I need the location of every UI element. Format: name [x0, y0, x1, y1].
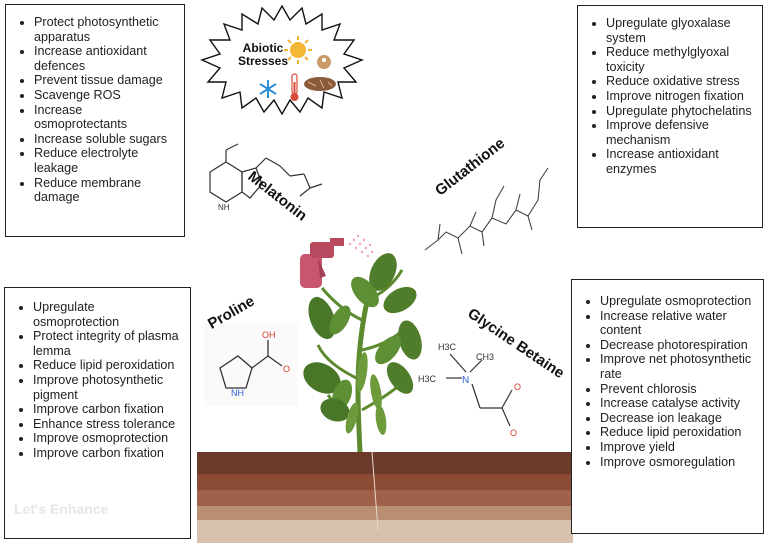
- melatonin-effects-box: Protect photosynthetic apparatus Increas…: [5, 4, 185, 237]
- thermometer-icon: [290, 73, 299, 101]
- melatonin-nh-label: NH: [218, 203, 230, 212]
- proline-structure: OH O NH: [204, 324, 298, 406]
- list-item: Upregulate glyoxalase system: [606, 16, 754, 45]
- list-item: Reduce oxidative stress: [606, 74, 754, 89]
- list-item: Reduce methylglyoxal toxicity: [606, 45, 754, 74]
- salt-icon: [317, 55, 331, 69]
- list-item: Improve defensive mechanism: [606, 118, 754, 147]
- gb-h3c-left-label: H3C: [418, 374, 437, 384]
- list-item: Improve carbon fixation: [33, 402, 182, 417]
- list-item: Improve net photosynthetic rate: [600, 352, 755, 381]
- snowflake-icon: [259, 80, 277, 98]
- list-item: Improve osmoregulation: [600, 455, 755, 470]
- glutathione-effects-list: Upregulate glyoxalase system Reduce meth…: [588, 16, 754, 177]
- melatonin-effects-list: Protect photosynthetic apparatus Increas…: [16, 15, 176, 205]
- list-item: Reduce membrane damage: [34, 176, 176, 205]
- gb-ch3-label: CH3: [476, 352, 494, 362]
- plant-illustration: [303, 253, 422, 453]
- list-item: Improve carbon fixation: [33, 446, 182, 461]
- list-item: Protect photosynthetic apparatus: [34, 15, 176, 44]
- list-item: Improve osmoprotection: [33, 431, 182, 446]
- proline-nh-label: NH: [231, 388, 244, 398]
- melatonin-structure: [209, 143, 323, 203]
- abiotic-stress-burst: [200, 4, 364, 116]
- list-item: Decrease ion leakage: [600, 411, 755, 426]
- proline-effects-box: Upregulate osmoprotection Protect integr…: [4, 287, 191, 539]
- list-item: Reduce lipid peroxidation: [600, 425, 755, 440]
- list-item: Prevent chlorosis: [600, 382, 755, 397]
- glycine-betaine-effects-list: Upregulate osmoprotection Increase relat…: [582, 294, 755, 469]
- proline-o-label: O: [283, 364, 290, 374]
- list-item: Decrease photorespiration: [600, 338, 755, 353]
- abiotic-stresses-label: Abiotic Stresses: [237, 41, 289, 68]
- list-item: Upregulate osmoprotection: [33, 300, 182, 329]
- list-item: Reduce lipid peroxidation: [33, 358, 182, 373]
- sun-icon: [284, 36, 312, 64]
- list-item: Increase soluble sugars: [34, 132, 176, 147]
- list-item: Scavenge ROS: [34, 88, 176, 103]
- list-item: Upregulate osmoprotection: [600, 294, 755, 309]
- list-item: Increase relative water content: [600, 309, 755, 338]
- list-item: Increase osmoprotectants: [34, 103, 176, 132]
- glycine-betaine-structure: H3C CH3 H3C N O O: [418, 342, 521, 438]
- list-item: Reduce electrolyte leakage: [34, 146, 176, 175]
- proline-effects-list: Upregulate osmoprotection Protect integr…: [15, 300, 182, 461]
- list-item: Improve photosynthetic pigment: [33, 373, 182, 402]
- list-item: Protect integrity of plasma lemma: [33, 329, 182, 358]
- gb-o-bottom-label: O: [510, 428, 517, 438]
- gb-n-label: N: [462, 375, 469, 386]
- glutathione-effects-box: Upregulate glyoxalase system Reduce meth…: [577, 5, 763, 228]
- list-item: Upregulate phytochelatins: [606, 104, 754, 119]
- list-item: Prevent tissue damage: [34, 73, 176, 88]
- glycine-betaine-effects-box: Upregulate osmoprotection Increase relat…: [571, 279, 764, 534]
- gb-o-top-label: O: [514, 382, 521, 392]
- drought-soil-icon: [304, 77, 336, 91]
- glutathione-structure: [424, 167, 549, 255]
- list-item: Increase antioxidant enzymes: [606, 147, 754, 176]
- list-item: Increase antioxidant defences: [34, 44, 176, 73]
- watermark-text: Let's Enhance: [14, 501, 109, 517]
- proline-oh-label: OH: [262, 330, 276, 340]
- list-item: Improve yield: [600, 440, 755, 455]
- spray-bottle-icon: [300, 234, 374, 288]
- soil-layers: [197, 451, 573, 543]
- list-item: Improve nitrogen fixation: [606, 89, 754, 104]
- list-item: Enhance stress tolerance: [33, 417, 182, 432]
- gb-h3c-top-label: H3C: [438, 342, 457, 352]
- list-item: Increase catalyse activity: [600, 396, 755, 411]
